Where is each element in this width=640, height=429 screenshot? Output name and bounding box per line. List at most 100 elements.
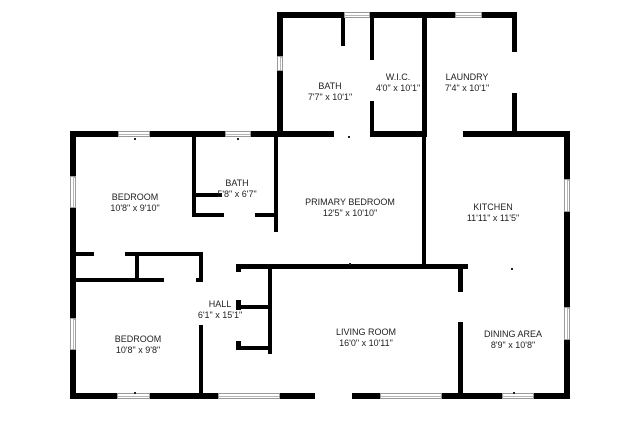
wall <box>236 264 241 272</box>
room-label-wic: W.I.C. 4'0" x 10'1" <box>376 72 420 94</box>
wall <box>564 340 570 399</box>
wall <box>192 137 196 215</box>
room-name: DINING AREA <box>483 329 543 339</box>
wall <box>150 393 218 399</box>
wall <box>422 18 427 136</box>
wall <box>341 18 345 46</box>
dimension-marker <box>237 138 239 140</box>
wall <box>422 137 426 267</box>
wall <box>274 137 278 232</box>
room-name: KITCHEN <box>473 202 513 212</box>
wall <box>236 264 468 269</box>
wall <box>196 278 203 282</box>
wall <box>277 12 283 56</box>
wall <box>564 212 570 307</box>
wall <box>125 252 203 256</box>
wall <box>463 131 568 137</box>
room-name: BEDROOM <box>111 192 159 202</box>
window <box>225 131 251 137</box>
wall <box>512 12 517 52</box>
window <box>117 393 150 399</box>
wall <box>534 393 570 399</box>
room-dimensions: 10'8" x 9'10" <box>110 203 160 213</box>
wall <box>277 71 283 131</box>
window <box>344 12 370 18</box>
dimension-marker <box>511 268 513 270</box>
room-label-hall: HALL 6'1" x 15'1" <box>198 299 242 321</box>
wall <box>236 305 270 309</box>
room-name: HALL <box>208 299 232 309</box>
wall <box>482 12 517 18</box>
room-dimensions: 12'5" x 10'10" <box>322 208 378 218</box>
room-label-laundry: LAUNDRY 7'4" x 10'1" <box>445 72 489 94</box>
wall <box>251 131 334 137</box>
window <box>118 131 150 137</box>
window <box>70 318 76 350</box>
wall <box>70 131 118 137</box>
room-label-living-room: LIVING ROOM 16'0" x 10'11" <box>336 327 396 349</box>
room-name: LIVING ROOM <box>335 327 397 337</box>
room-dimensions: 10'8" x 9'8" <box>115 345 161 355</box>
wall <box>199 252 203 282</box>
wall <box>458 264 463 292</box>
room-dimensions: 7'4" x 10'1" <box>444 83 490 93</box>
wall <box>70 350 76 398</box>
wall <box>442 393 502 399</box>
wall <box>76 252 94 256</box>
wall <box>370 131 427 137</box>
wall <box>135 252 139 280</box>
wall <box>192 213 224 217</box>
dimension-marker <box>513 392 515 394</box>
window <box>70 176 76 208</box>
wall <box>255 213 277 217</box>
window <box>564 307 570 340</box>
wall <box>150 131 225 137</box>
wall <box>236 346 270 350</box>
dimension-marker <box>349 263 351 265</box>
room-label-kitchen: KITCHEN 11'11" x 11'5" <box>467 202 519 224</box>
window <box>218 393 280 399</box>
room-label-dining-area: DINING AREA 8'9" x 10'8" <box>484 329 542 351</box>
wall <box>236 300 241 310</box>
wall <box>70 208 76 318</box>
room-dimensions: 11'11" x 11'5" <box>466 213 520 223</box>
wall <box>199 325 203 395</box>
wall <box>564 131 570 179</box>
dimension-marker <box>134 138 136 140</box>
wall <box>76 278 164 282</box>
wall <box>370 12 455 18</box>
window <box>502 393 534 399</box>
wall <box>268 264 272 354</box>
room-dimensions: 16'0" x 10'11" <box>339 338 393 348</box>
wall <box>196 193 222 197</box>
room-label-bedroom-2: BEDROOM 10'8" x 9'8" <box>115 334 162 356</box>
room-dimensions: 6'1" x 15'1" <box>197 310 243 320</box>
room-label-primary-bedroom: PRIMARY BEDROOM 12'5" x 10'10" <box>305 197 395 219</box>
wall <box>277 12 344 18</box>
room-name: BATH <box>318 81 342 91</box>
dimension-marker <box>134 392 136 394</box>
wall <box>370 101 374 133</box>
room-name: BATH <box>225 178 249 188</box>
window <box>564 179 570 212</box>
window <box>380 393 442 399</box>
wall <box>70 393 117 399</box>
room-name: BEDROOM <box>114 334 162 344</box>
room-dimensions: 4'0" x 10'1" <box>375 83 421 93</box>
wall <box>280 393 315 399</box>
wall <box>370 18 374 60</box>
room-dimensions: 7'7" x 10'1" <box>307 92 353 102</box>
room-dimensions: 5'8" x 6'7" <box>217 189 257 199</box>
room-name: LAUNDRY <box>445 72 489 82</box>
wall <box>512 93 517 133</box>
window <box>277 56 283 71</box>
wall <box>236 341 241 350</box>
room-label-bath-lower: BATH 5'8" x 6'7" <box>217 178 256 200</box>
wall <box>70 131 76 176</box>
room-label-bedroom-1: BEDROOM 10'8" x 9'10" <box>110 192 159 214</box>
dimension-marker <box>348 136 350 138</box>
room-name: W.I.C. <box>385 72 411 82</box>
wall <box>458 322 463 397</box>
room-name: PRIMARY BEDROOM <box>305 197 395 207</box>
